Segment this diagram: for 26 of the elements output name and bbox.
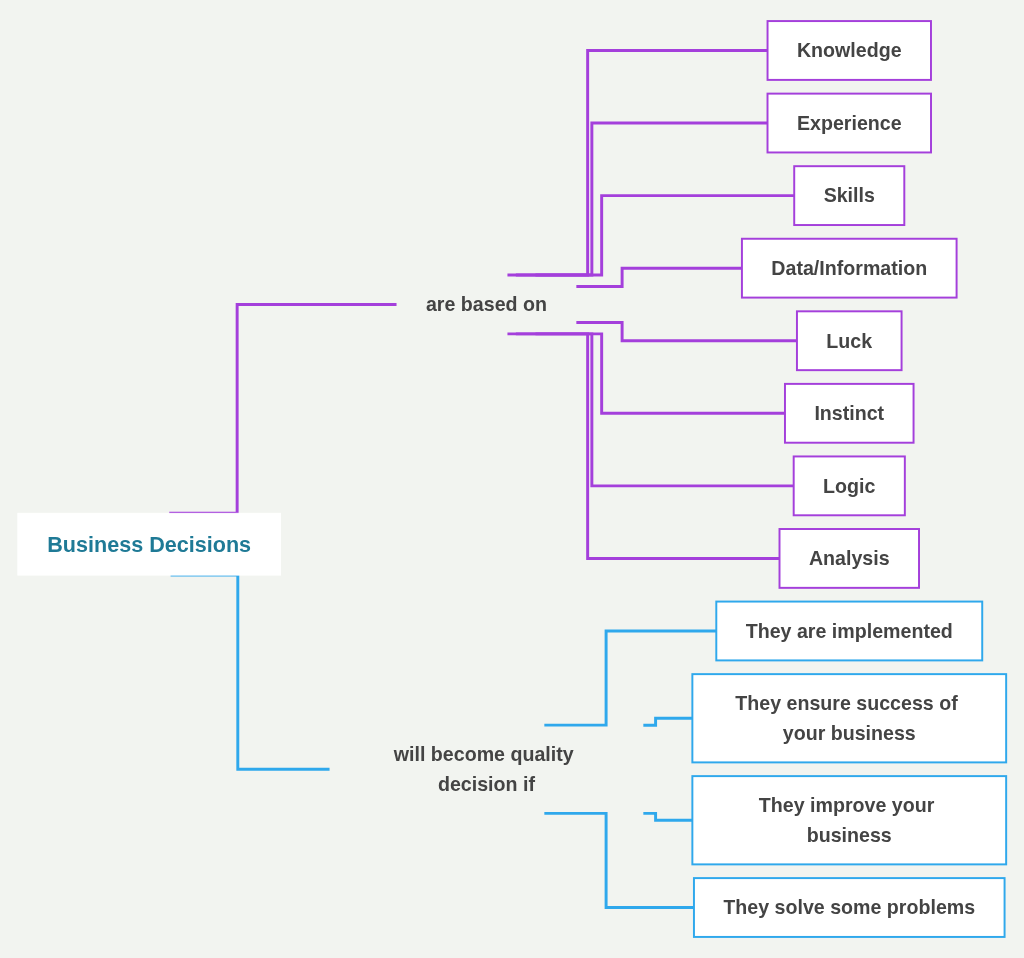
node-text: will become quality decision if [393,743,574,795]
connector [169,303,397,515]
node-box: Skills [793,165,906,226]
node-box: They are implemented [715,600,984,662]
node-box: Business Decisions [17,512,281,576]
node-box: Knowledge [766,20,932,81]
connector [576,320,797,343]
node-box: Experience [766,92,932,154]
node-box: They improve your business [691,775,1008,866]
node-box: Logic [792,455,906,517]
node-box: They solve some problems [692,877,1006,938]
node-box: Luck [795,310,903,372]
connector [643,811,693,822]
connector [535,194,795,277]
node-box: Instinct [784,382,915,444]
connector [515,121,768,277]
node-text: are based on [425,293,547,316]
node-box: They ensure success of your business [691,673,1008,764]
node-box: Data/Information [740,237,958,299]
connector [544,629,717,727]
connector [507,332,780,560]
connector [507,49,768,277]
connector [544,811,694,909]
node-box: Analysis [778,528,920,589]
connector [576,266,742,288]
connector [643,716,693,727]
